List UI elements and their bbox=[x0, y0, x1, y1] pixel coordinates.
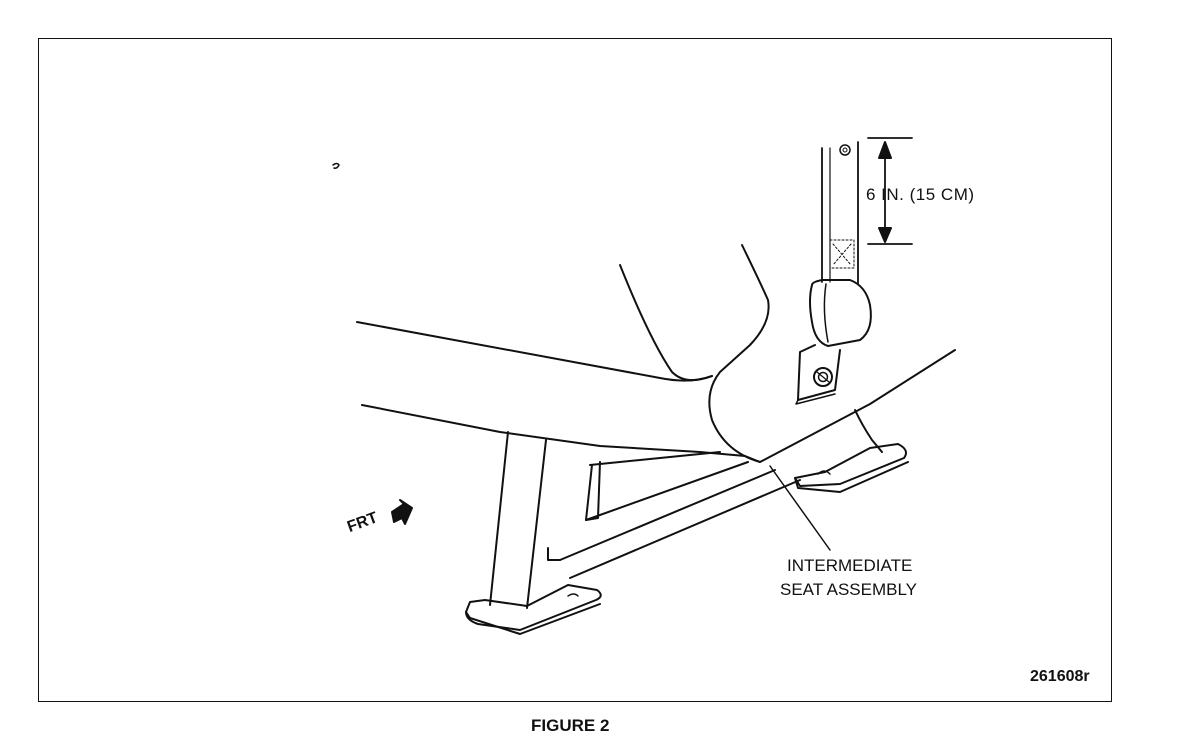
seat-cushion-bottom bbox=[361, 404, 746, 457]
front-foot-plate bbox=[465, 584, 602, 631]
dimension-arrow-down bbox=[878, 227, 892, 243]
dimension-arrow-up bbox=[878, 141, 892, 159]
frame-rail-bottom bbox=[569, 479, 801, 579]
dimension-label: 6 IN. (15 CM) bbox=[866, 185, 975, 204]
figure-code: 261608r bbox=[1030, 668, 1090, 685]
seat-label-line2: SEAT ASSEMBLY bbox=[780, 580, 918, 599]
seat-back-front bbox=[619, 264, 713, 382]
frame-brace bbox=[547, 547, 561, 561]
front-leg-outer bbox=[489, 431, 509, 606]
front-leg-inner bbox=[526, 439, 547, 609]
belt-stitch-box bbox=[829, 239, 855, 269]
belt-anchor-plate bbox=[797, 344, 841, 401]
figure-frame bbox=[38, 38, 1112, 702]
seat-side-top bbox=[759, 349, 956, 463]
stray-mark bbox=[332, 162, 340, 169]
rear-foot-hole bbox=[817, 470, 831, 475]
seat-leader-line bbox=[769, 465, 831, 551]
rear-leg bbox=[854, 409, 883, 453]
frame-window bbox=[585, 461, 601, 521]
seat-side-lower bbox=[744, 455, 761, 463]
rear-foot-plate bbox=[794, 443, 907, 487]
belt-stitch-mark bbox=[839, 144, 851, 156]
frame-diagonal-mid bbox=[585, 461, 749, 521]
seat-label-line1: INTERMEDIATE bbox=[787, 556, 913, 575]
seat-back-side bbox=[708, 244, 770, 463]
front-arrow-icon bbox=[391, 499, 413, 525]
front-foot-plate-edge bbox=[465, 603, 601, 635]
figure-caption: FIGURE 2 bbox=[531, 716, 610, 735]
belt-loop bbox=[809, 279, 872, 347]
rear-foot-plate-edge bbox=[794, 461, 909, 493]
frame-rail-lower bbox=[559, 469, 776, 561]
front-foot-hole bbox=[567, 593, 579, 597]
frame-diagonal-upper bbox=[589, 451, 721, 466]
anchor-bolt bbox=[813, 367, 833, 387]
